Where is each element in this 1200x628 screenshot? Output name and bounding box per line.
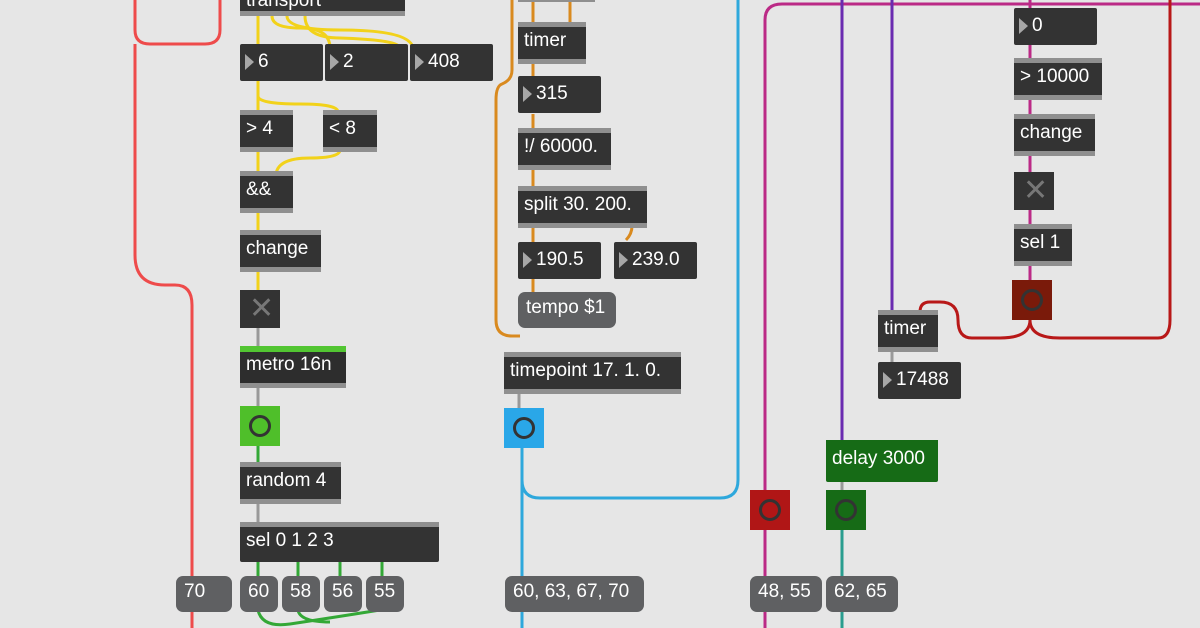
greater-than-object[interactable]: > 4: [240, 110, 293, 152]
number-triangle-icon: [883, 372, 892, 388]
message-box-58[interactable]: 58: [282, 576, 320, 612]
toggle-x-icon: ✕: [1023, 174, 1049, 207]
transport-object[interactable]: transport: [240, 0, 405, 16]
bang-button-blue[interactable]: [504, 408, 544, 448]
bang-ring-icon: [1021, 289, 1043, 311]
message-box-60[interactable]: 60: [240, 576, 278, 612]
metro-object[interactable]: metro 16n: [240, 346, 346, 388]
change-object-left[interactable]: change: [240, 230, 321, 272]
message-box-chord1[interactable]: 60, 63, 67, 70: [505, 576, 644, 612]
number-triangle-icon: [523, 252, 532, 268]
bang-ring-icon: [513, 417, 535, 439]
message-box-tempo[interactable]: tempo $1: [518, 292, 616, 328]
bang-button-darkred[interactable]: [1012, 280, 1052, 320]
number-triangle-icon: [415, 54, 424, 70]
toggle-right[interactable]: ✕: [1014, 172, 1054, 210]
split-object[interactable]: split 30. 200.: [518, 186, 647, 228]
logical-and-object[interactable]: &&: [240, 171, 293, 213]
number-triangle-icon: [523, 86, 532, 102]
number-box-timer[interactable]: 17488: [878, 362, 961, 399]
message-box-55[interactable]: 55: [366, 576, 404, 612]
change-object-right[interactable]: change: [1014, 114, 1095, 156]
message-box-chord2[interactable]: 48, 55: [750, 576, 822, 612]
number-triangle-icon: [619, 252, 628, 268]
number-box-tempo-low[interactable]: 190.5: [518, 242, 601, 279]
number-box-tempo-high[interactable]: 239.0: [614, 242, 697, 279]
timepoint-object[interactable]: timepoint 17. 1. 0.: [504, 352, 681, 394]
random-object[interactable]: random 4: [240, 462, 341, 504]
reverse-divide-object[interactable]: !/ 60000.: [518, 128, 611, 170]
bang-button-green[interactable]: [240, 406, 280, 446]
number-triangle-icon: [1019, 18, 1028, 34]
top-cut-object[interactable]: [518, 0, 595, 2]
bang-ring-icon: [249, 415, 271, 437]
greater-than-10000-object[interactable]: > 10000: [1014, 58, 1102, 100]
select-object[interactable]: sel 0 1 2 3: [240, 522, 439, 562]
timer-object-right[interactable]: timer: [878, 310, 938, 352]
message-box-70[interactable]: 70: [176, 576, 232, 612]
number-box-units[interactable]: 408: [410, 44, 493, 81]
message-box-chord3[interactable]: 62, 65: [826, 576, 898, 612]
number-box-beats[interactable]: 2: [325, 44, 408, 81]
bang-button-dkgreen[interactable]: [826, 490, 866, 530]
message-box-56[interactable]: 56: [324, 576, 362, 612]
number-box-elapsed[interactable]: 0: [1014, 8, 1097, 45]
less-than-object[interactable]: < 8: [323, 110, 377, 152]
number-box-interval[interactable]: 315: [518, 76, 601, 113]
toggle-x-icon: ✕: [249, 292, 275, 325]
select-1-object[interactable]: sel 1: [1014, 224, 1072, 266]
delay-object[interactable]: delay 3000: [826, 440, 938, 482]
number-triangle-icon: [330, 54, 339, 70]
number-triangle-icon: [245, 54, 254, 70]
number-box-bars[interactable]: 6: [240, 44, 323, 81]
timer-object-middle[interactable]: timer: [518, 22, 586, 64]
bang-ring-icon: [759, 499, 781, 521]
bang-ring-icon: [835, 499, 857, 521]
toggle-left[interactable]: ✕: [240, 290, 280, 328]
bang-button-red[interactable]: [750, 490, 790, 530]
